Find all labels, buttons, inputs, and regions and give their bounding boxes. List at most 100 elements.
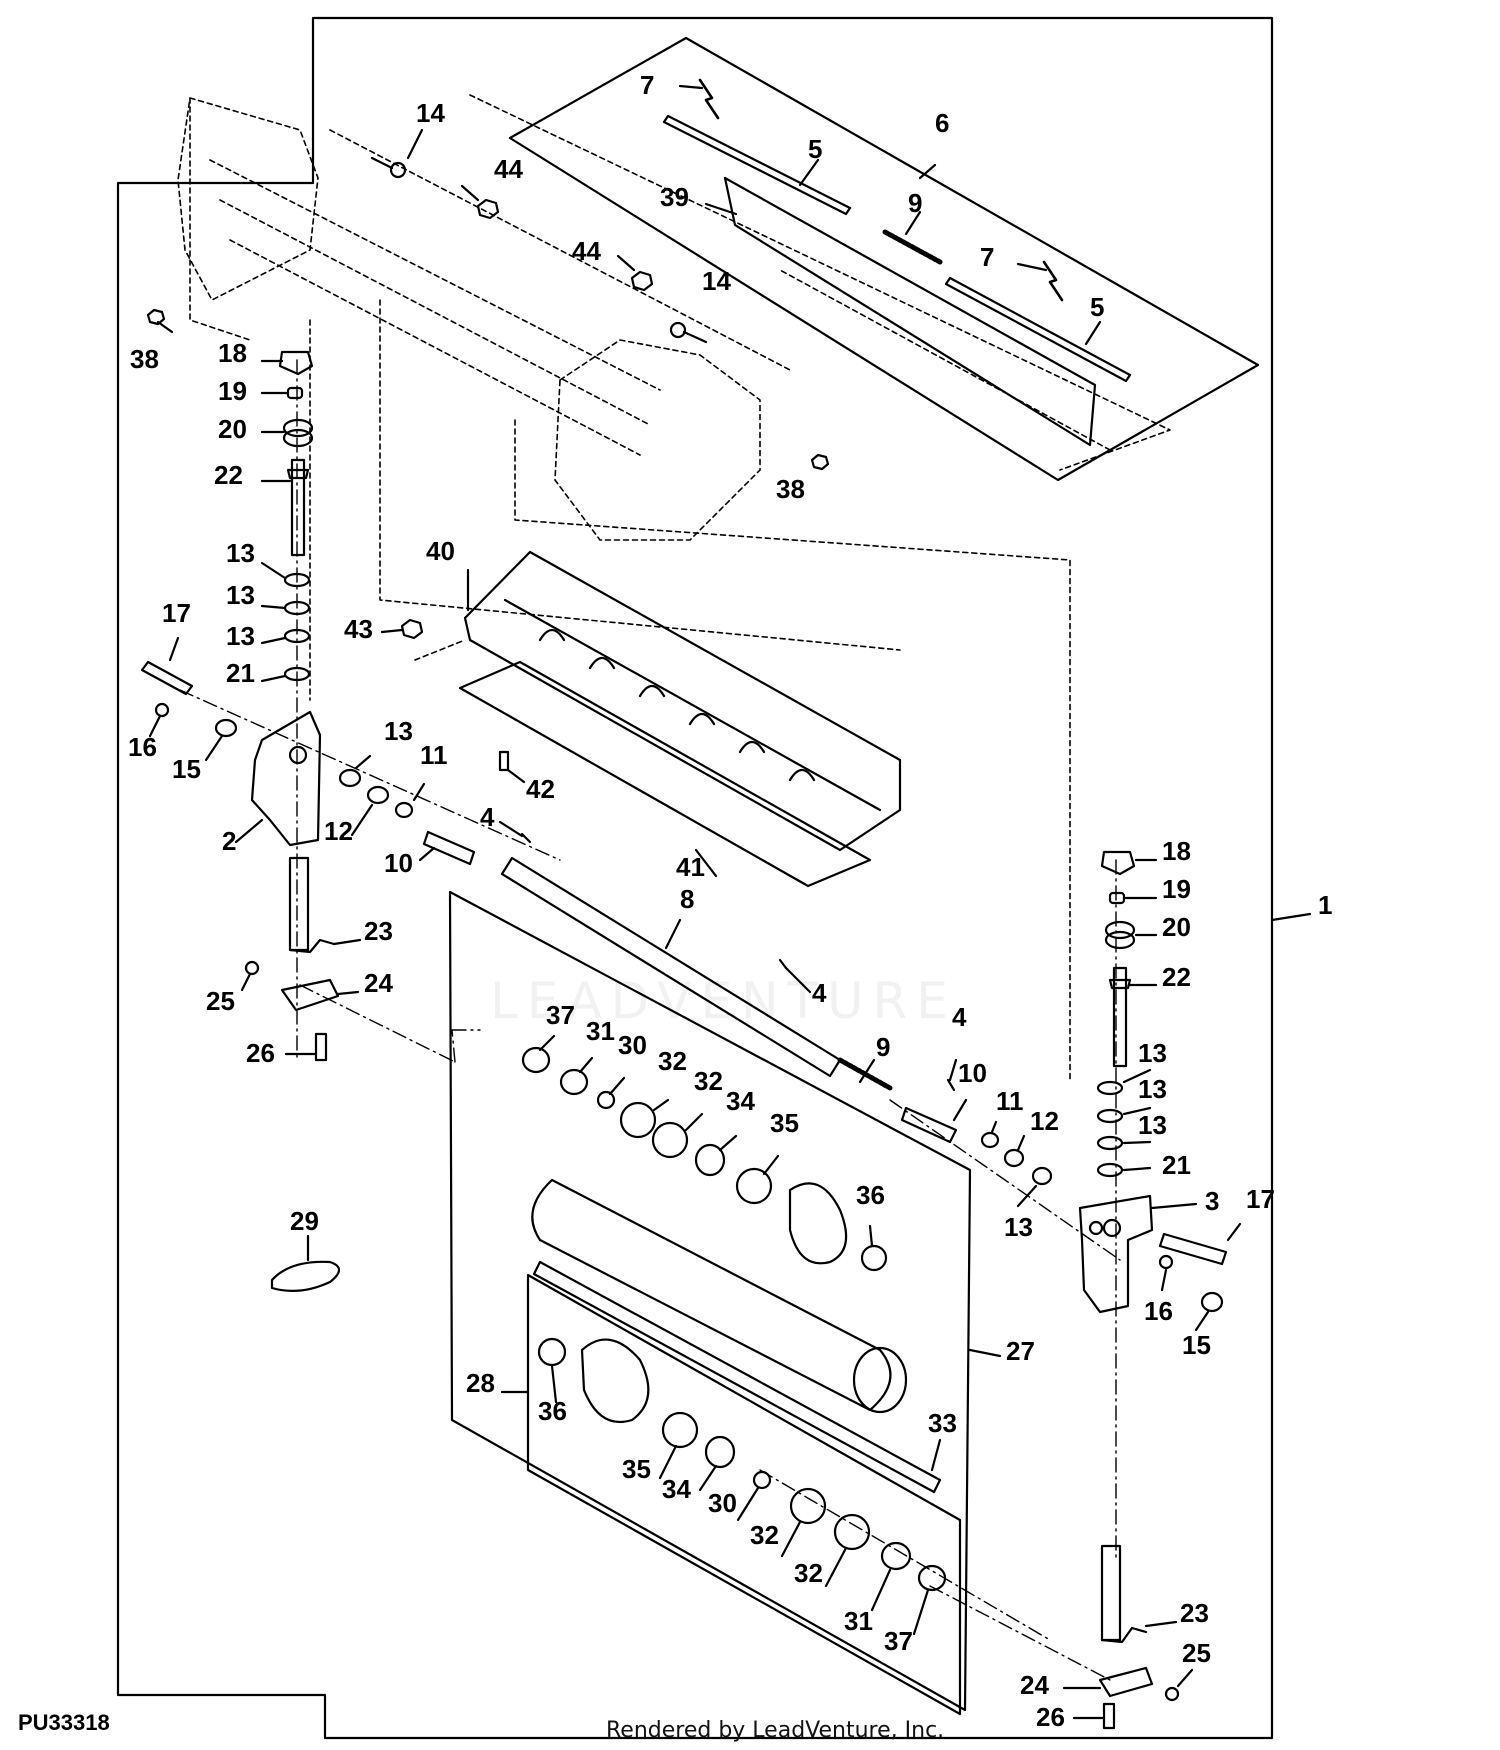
callout-23: 23 <box>364 916 393 946</box>
washer-19-left <box>286 386 304 400</box>
callout-36: 36 <box>538 1396 567 1426</box>
spring-9-upper <box>882 229 943 265</box>
callout-13: 13 <box>1138 1110 1167 1140</box>
nut-44-lower <box>630 270 654 292</box>
callout-5: 5 <box>1090 292 1104 322</box>
rod-23-right <box>1100 1544 1148 1644</box>
nut-44-upper <box>476 198 500 220</box>
callout-39: 39 <box>660 182 689 212</box>
callout-13: 13 <box>226 580 255 610</box>
callout-42: 42 <box>526 774 555 804</box>
callout-40: 40 <box>426 536 455 566</box>
callout-21: 21 <box>1162 1150 1191 1180</box>
callout-27: 27 <box>1006 1336 1035 1366</box>
housing-3 <box>1078 1194 1154 1314</box>
bushing-35-upper <box>735 1167 773 1205</box>
top-panel-frame <box>508 36 1260 482</box>
rod-22-right <box>1108 966 1132 1068</box>
fitting-25-left <box>244 960 260 976</box>
knob-18-right <box>1100 850 1136 876</box>
callout-34: 34 <box>662 1474 691 1504</box>
ring-11-left <box>394 801 414 819</box>
gear-34-upper <box>694 1143 726 1177</box>
callout-38: 38 <box>130 344 159 374</box>
callout-22: 22 <box>214 460 243 490</box>
callout-35: 35 <box>770 1108 799 1138</box>
callout-9: 9 <box>908 188 922 218</box>
fitting-16-left <box>154 702 170 718</box>
callout-32: 32 <box>750 1520 779 1550</box>
callout-5: 5 <box>808 134 822 164</box>
callout-37: 37 <box>884 1626 913 1656</box>
callout-11: 11 <box>996 1086 1024 1116</box>
bushing-20-left <box>282 418 314 448</box>
seal-36-upper <box>860 1244 888 1272</box>
callout-24: 24 <box>1020 1670 1049 1700</box>
callout-6: 6 <box>935 108 949 138</box>
callout-44: 44 <box>494 154 523 184</box>
washer-13-mid <box>338 768 362 788</box>
spring-7-lower <box>1042 260 1064 302</box>
plate-41 <box>458 660 872 888</box>
callout-15: 15 <box>172 754 201 784</box>
watermark: LEADVENTURE <box>490 972 957 1030</box>
shaft-5-upper <box>662 114 852 216</box>
callout-34: 34 <box>726 1086 755 1116</box>
callout-21: 21 <box>226 658 255 688</box>
stud-17-left <box>140 660 194 696</box>
bolt-14-lower <box>669 321 708 344</box>
bushing-12-right <box>1003 1148 1025 1168</box>
bracket-24-left <box>280 978 340 1012</box>
callout-1: 1 <box>1318 890 1332 920</box>
callout-19: 19 <box>1162 874 1191 904</box>
callout-37: 37 <box>546 1000 575 1030</box>
callout-13: 13 <box>1004 1212 1033 1242</box>
seal-32b-upper <box>651 1121 689 1159</box>
callout-33: 33 <box>928 1408 957 1438</box>
bushing-12-left <box>366 785 390 805</box>
bolt-26-left <box>314 1032 328 1062</box>
fitting-16-right <box>1158 1254 1174 1270</box>
callout-4: 4 <box>480 802 495 832</box>
callout-8: 8 <box>680 884 694 914</box>
washer-19-right <box>1108 891 1126 905</box>
seal-32b-lower <box>833 1513 871 1551</box>
spring-7-upper <box>698 78 720 120</box>
fitting-25-right <box>1164 1686 1180 1702</box>
rod-23-left <box>288 856 336 954</box>
callout-16: 16 <box>128 732 157 762</box>
callout-16: 16 <box>1144 1296 1173 1326</box>
bolt-14-upper <box>370 128 424 179</box>
shaft-8 <box>500 856 842 1078</box>
pin-4-mid <box>778 958 788 970</box>
callout-14: 14 <box>416 98 445 128</box>
nut-37-upper <box>521 1046 551 1074</box>
pin-10-left <box>422 830 476 866</box>
callout-17: 17 <box>1246 1184 1275 1214</box>
callout-10: 10 <box>958 1058 987 1088</box>
collar-31-upper <box>559 1068 589 1096</box>
ring-30-upper <box>596 1090 616 1110</box>
knob-18-left <box>278 350 314 376</box>
callout-22: 22 <box>1162 962 1191 992</box>
callout-19: 19 <box>218 376 247 406</box>
seal-32a-upper <box>619 1101 657 1139</box>
ring-11-right <box>980 1131 1000 1149</box>
callout-25: 25 <box>1182 1638 1211 1668</box>
callout-4: 4 <box>812 978 827 1008</box>
callout-36: 36 <box>856 1180 885 1210</box>
callout-7: 7 <box>980 242 994 272</box>
callout-29: 29 <box>290 1206 319 1236</box>
bushing-20-right <box>1104 920 1136 950</box>
callout-13: 13 <box>1138 1038 1167 1068</box>
callout-25: 25 <box>206 986 235 1016</box>
plate-39 <box>723 176 1097 447</box>
callout-12: 12 <box>1030 1106 1059 1136</box>
collar-31-lower <box>880 1541 912 1571</box>
callout-32: 32 <box>694 1066 723 1096</box>
callout-31: 31 <box>586 1016 615 1046</box>
callout-10: 10 <box>384 848 413 878</box>
bolt-42 <box>498 750 510 772</box>
callout-28: 28 <box>466 1368 495 1398</box>
callout-17: 17 <box>162 598 191 628</box>
